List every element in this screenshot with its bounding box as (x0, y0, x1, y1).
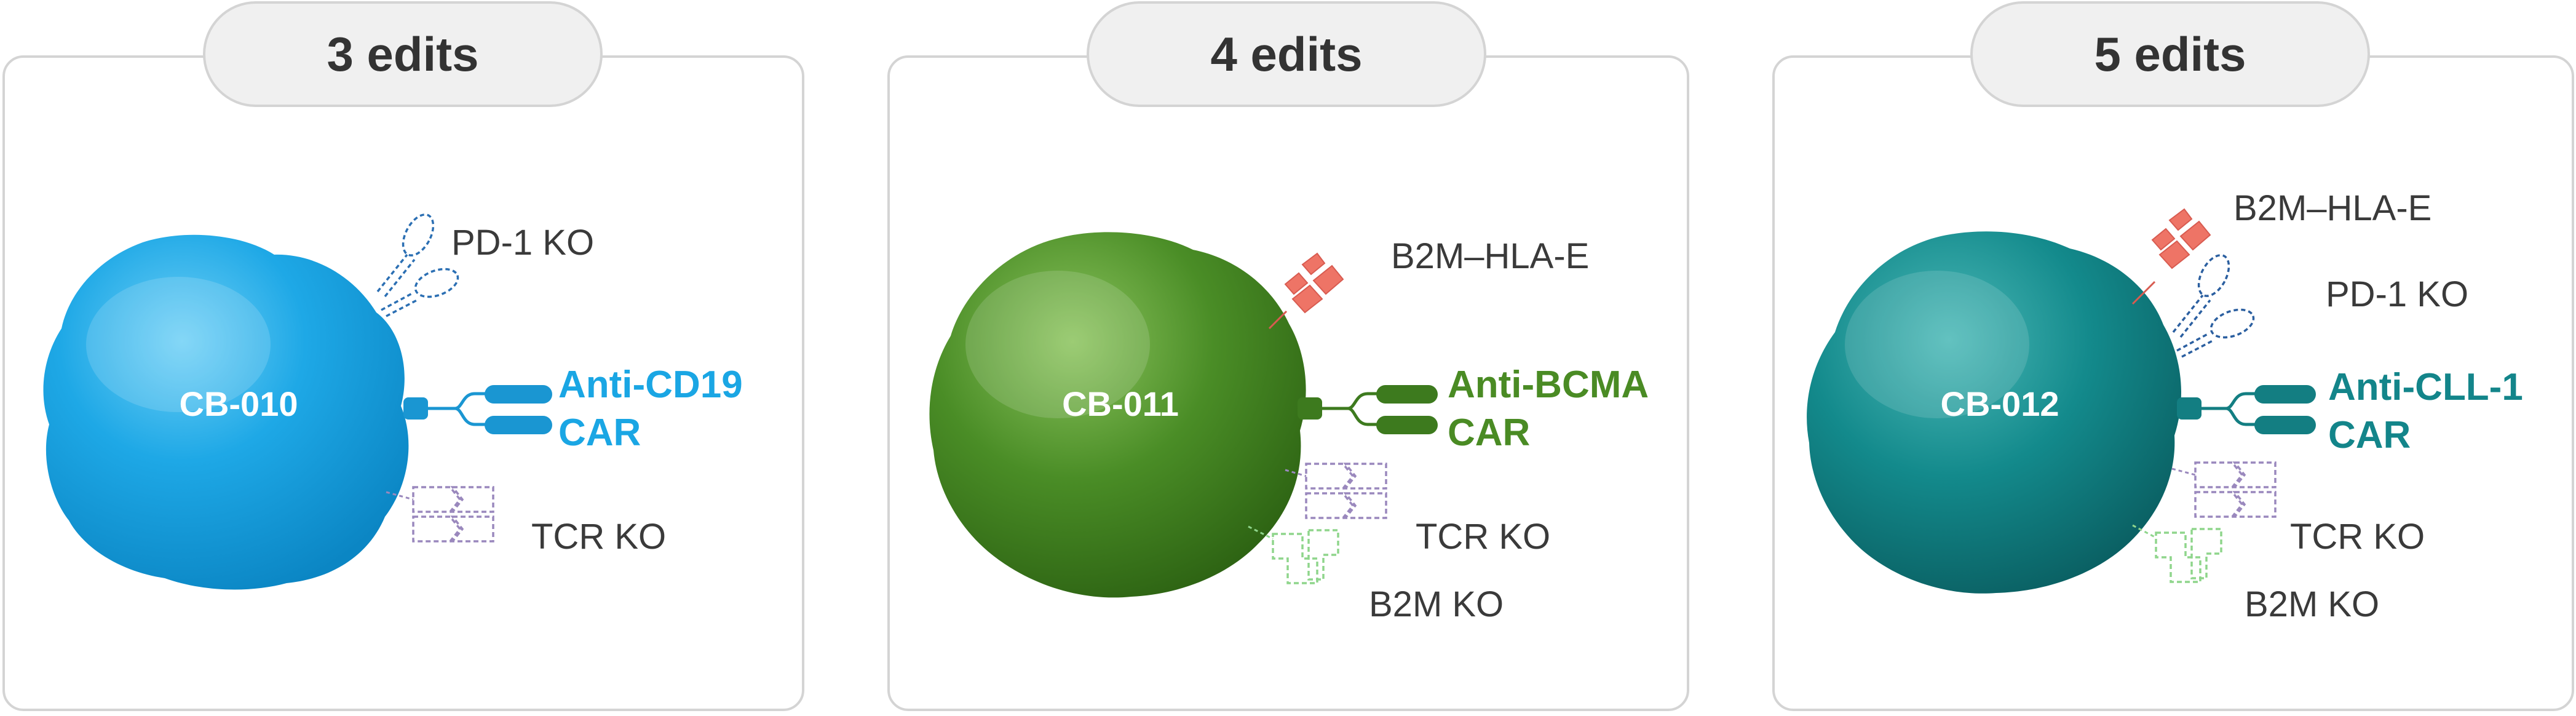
cb012-car-receptor (2177, 385, 2316, 434)
cb010-car-label-line1: Anti-CD19 (558, 364, 743, 406)
edits-tab-cb010: 3 edits (203, 1, 603, 107)
cb011-tcr-label: TCR KO (1416, 517, 1550, 557)
cb010-tcr-ko-receptor (386, 486, 494, 543)
cb012-cell (1807, 231, 2182, 594)
cb010-cell (43, 234, 409, 590)
cb011-hla-label: B2M–HLA-E (1391, 236, 1589, 276)
cb012-pd1-ko-receptor (2172, 249, 2259, 358)
cb012-b2m-label: B2M KO (2245, 584, 2379, 624)
cb012-tcr-label: TCR KO (2290, 517, 2425, 557)
cb012-car-label-line1: Anti-CLL-1 (2328, 366, 2523, 408)
cb011-cell (929, 232, 1306, 598)
cb011-hla-e-molecule (1268, 253, 1344, 330)
cb011-cell-label: CB-011 (1062, 384, 1179, 423)
cb010-pd1-label: PD-1 KO (451, 223, 594, 263)
cb010-car-receptor (403, 385, 552, 434)
cb012-cell-label: CB-012 (1941, 384, 2059, 423)
cb012-hla-e-molecule (2131, 209, 2211, 305)
cb010-car-label-line2: CAR (558, 412, 641, 454)
cb011-b2m-label: B2M KO (1369, 584, 1504, 624)
cb011-tcr-ko-receptor (1285, 463, 1387, 519)
cb012-tcr-ko-receptor (2171, 461, 2277, 518)
cb011-b2m-ko-receptor (1248, 525, 1339, 584)
cb011-car-label-line1: Anti-BCMA (1448, 364, 1649, 406)
cb010-cell-label: CB-010 (180, 384, 298, 423)
cb010-pd1-ko-receptor (376, 209, 463, 317)
cb010-tcr-label: TCR KO (531, 517, 666, 557)
cb012-hla-label: B2M–HLA-E (2233, 188, 2431, 228)
cb012-pd1-label: PD-1 KO (2326, 274, 2468, 314)
cb011-car-label-line2: CAR (1448, 412, 1530, 454)
cb012-car-label-line2: CAR (2328, 414, 2411, 456)
edits-tab-cb012: 5 edits (1970, 1, 2370, 107)
cb012-b2m-ko-receptor (2132, 524, 2222, 583)
cb011-car-receptor (1298, 385, 1438, 434)
edits-tab-cb011: 4 edits (1087, 1, 1486, 107)
